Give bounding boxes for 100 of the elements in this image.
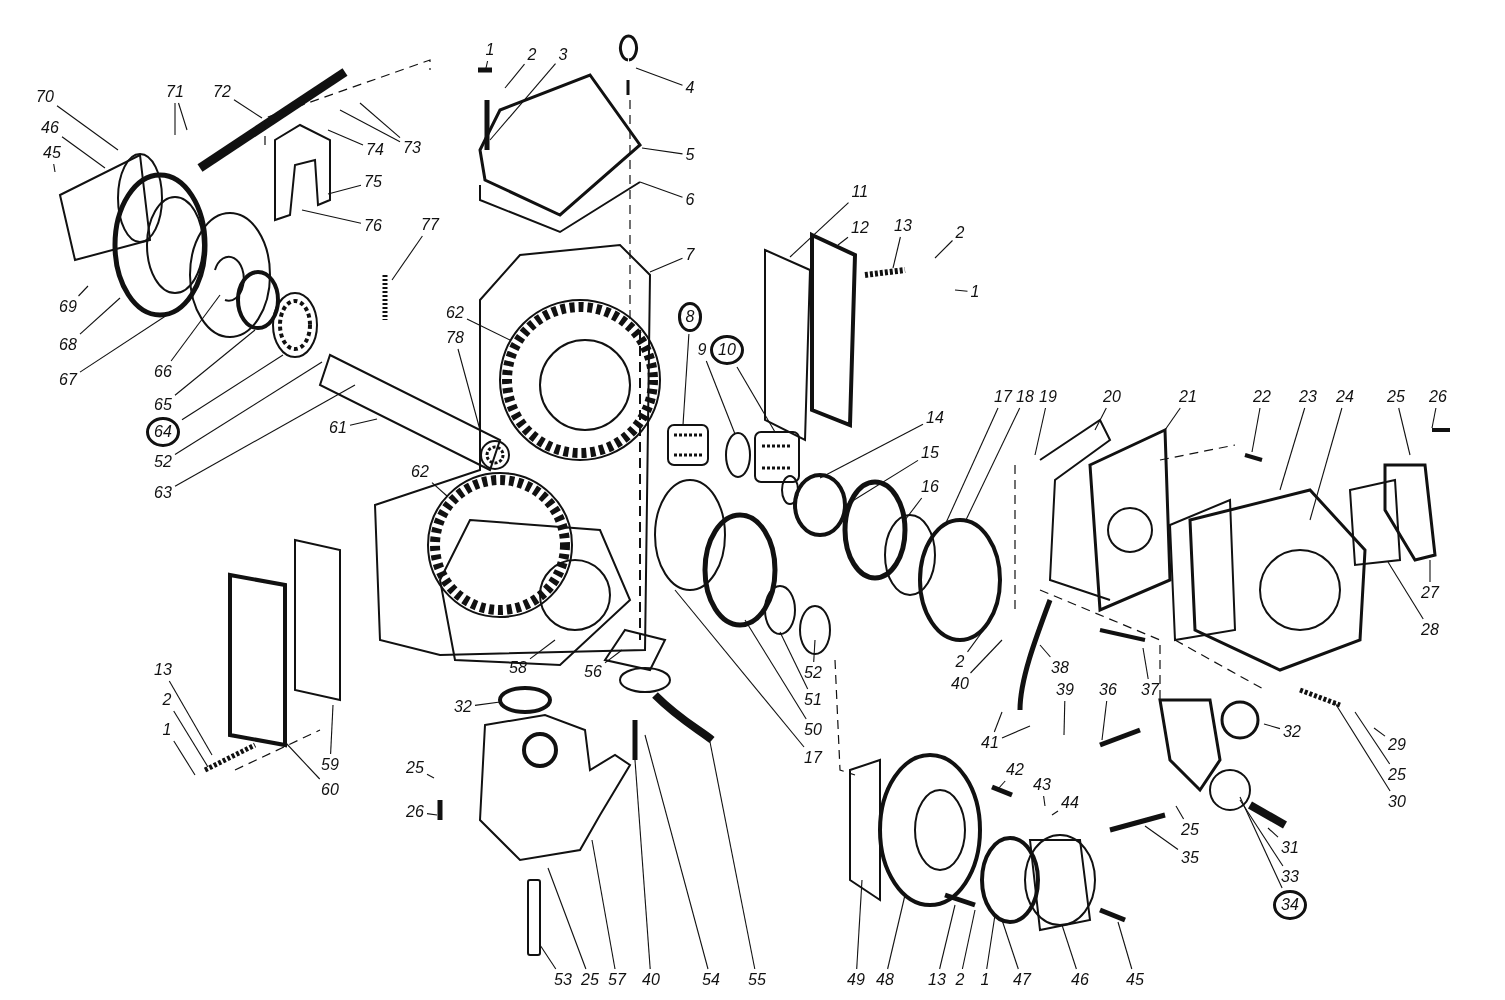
leader-line (969, 639, 1003, 674)
callout-number: 74 (365, 141, 385, 159)
callout-number: 29 (1387, 736, 1407, 754)
callout-number: 8 (677, 302, 703, 332)
leader-line (349, 418, 378, 426)
callout-number: 66 (153, 363, 173, 381)
callout-number: 65 (153, 396, 173, 414)
callout-number: 25 (1387, 766, 1407, 784)
leader-line (993, 711, 1003, 733)
leader-line (964, 407, 1021, 523)
leader-line (1387, 561, 1424, 620)
leader-line (966, 627, 986, 653)
leader-line (174, 102, 176, 136)
leader-line (174, 329, 256, 396)
callout-number: 54 (701, 971, 721, 989)
leader-line (177, 102, 188, 131)
leader-line (339, 109, 401, 143)
callout-number: 55 (747, 971, 767, 989)
leader-line (954, 289, 969, 292)
leader-line (485, 60, 489, 69)
leader-line (591, 839, 616, 970)
leader-line (1309, 407, 1343, 521)
leader-line (504, 63, 526, 89)
callout-number: 5 (684, 146, 696, 164)
leader-line (819, 423, 924, 479)
leader-line (359, 102, 401, 139)
callout-number: 69 (58, 298, 78, 316)
leader-line (635, 67, 684, 86)
callout-number: 64 (146, 417, 180, 447)
leader-line (789, 202, 850, 258)
leader-line (170, 294, 221, 362)
leader-line (547, 867, 587, 970)
leader-line (1398, 407, 1411, 456)
leader-line (934, 239, 954, 259)
leader-line (939, 904, 956, 970)
callout-number: 1 (484, 41, 496, 59)
callout-number: 52 (153, 453, 173, 471)
callout-number: 71 (165, 83, 185, 101)
leader-line (837, 236, 849, 246)
leader-line (1101, 700, 1108, 741)
callout-number: 25 (580, 971, 600, 989)
leader-line (1175, 805, 1185, 820)
callout-number: 59 (320, 756, 340, 774)
callout-number: 45 (42, 144, 62, 162)
callout-number: 44 (1060, 794, 1080, 812)
callout-number: 23 (1298, 388, 1318, 406)
callout-number: 15 (920, 444, 940, 462)
leader-line (1001, 725, 1031, 739)
callout-number: 22 (1252, 388, 1272, 406)
callout-number: 1 (969, 283, 981, 301)
callout-number: 17 (993, 388, 1013, 406)
leader-line (1051, 810, 1059, 816)
callout-number: 1 (161, 721, 173, 739)
callout-number: 52 (803, 664, 823, 682)
leader-line (1239, 799, 1284, 867)
callout-number: 67 (58, 371, 78, 389)
callout-number: 47 (1012, 971, 1032, 989)
callout-number: 12 (850, 219, 870, 237)
leader-line (997, 780, 1006, 790)
callout-number: 35 (1180, 849, 1200, 867)
callout-number: 46 (40, 119, 60, 137)
leader-line (845, 459, 919, 506)
callout-number: 57 (607, 971, 627, 989)
leader-line (1094, 407, 1107, 431)
leader-line (1429, 559, 1431, 583)
callout-number: 76 (363, 217, 383, 235)
leader-line (1239, 796, 1283, 889)
callout-number: 1 (979, 971, 991, 989)
leader-line (330, 704, 334, 755)
leader-line (301, 209, 362, 224)
callout-number: 7 (684, 246, 696, 264)
leader-line (391, 235, 423, 281)
leader-line (1267, 827, 1279, 838)
leader-line (77, 285, 89, 297)
callout-number: 62 (445, 304, 465, 322)
leader-line (641, 147, 684, 155)
leader-line (233, 99, 263, 119)
callout-number: 36 (1098, 681, 1118, 699)
callout-number: 19 (1038, 388, 1058, 406)
leader-line (529, 639, 556, 660)
callout-number: 48 (875, 971, 895, 989)
leader-line (744, 619, 807, 720)
leader-line (489, 63, 557, 141)
callout-number: 56 (583, 663, 603, 681)
callout-number: 27 (1420, 584, 1440, 602)
leader-line (426, 813, 438, 816)
callout-number: 11 (850, 183, 870, 201)
callout-number: 2 (954, 971, 966, 989)
callout-number: 18 (1015, 388, 1035, 406)
leader-line (1263, 723, 1281, 730)
callout-number: 62 (410, 463, 430, 481)
callout-number: 45 (1125, 971, 1145, 989)
callout-number: 9 (696, 341, 708, 359)
leader-line (474, 701, 501, 706)
callout-number: 25 (405, 759, 425, 777)
leader-line (426, 773, 435, 779)
callout-number: 61 (328, 419, 348, 437)
leader-line (173, 740, 196, 776)
callout-number: 31 (1280, 839, 1300, 857)
leader-line (61, 136, 106, 169)
